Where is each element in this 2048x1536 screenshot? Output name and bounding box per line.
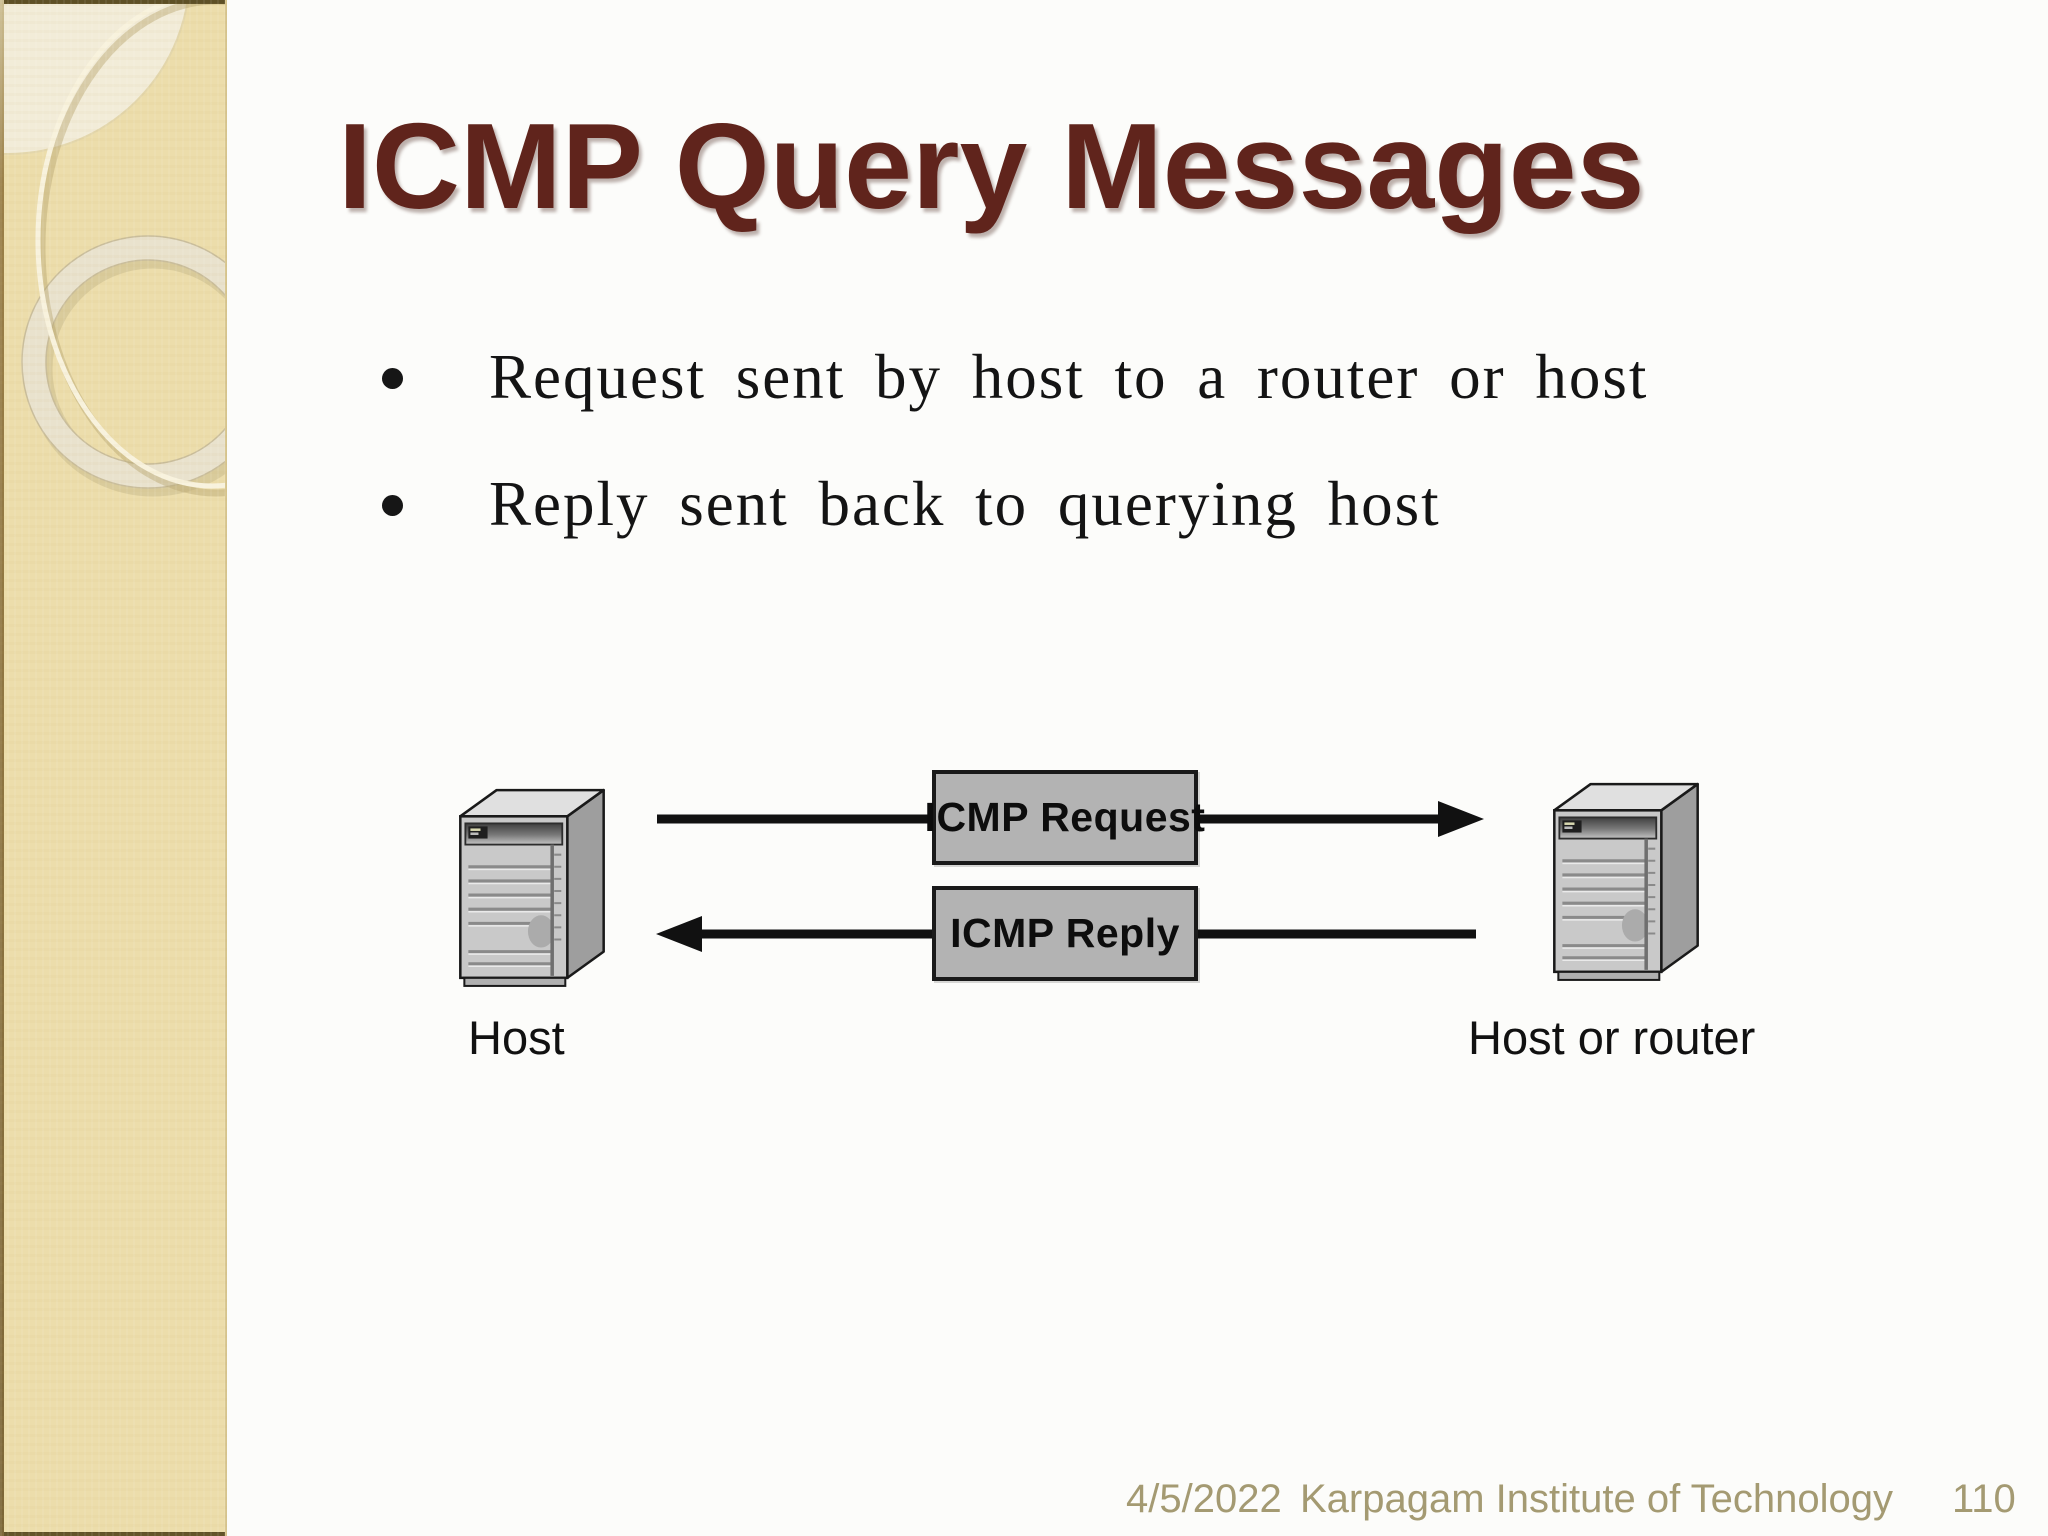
thick-ring — [21, 235, 227, 497]
bullet-item: Reply sent back to querying host — [368, 469, 1988, 540]
bullet-item: Request sent by host to a router or host — [368, 342, 1988, 413]
footer-page-number: 110 — [1952, 1477, 2016, 1521]
bullet-dot-icon — [382, 494, 403, 516]
footer-institution: Karpagam Institute of Technology — [1300, 1477, 1893, 1521]
icmp-reply-label: ICMP Reply — [950, 910, 1180, 956]
slide-title: ICMP Query Messages — [338, 98, 1645, 234]
right-node-label: Host or router — [1468, 1011, 1756, 1064]
slide-sidebar-decoration — [0, 0, 227, 1536]
sidebar-circles-graphic — [0, 0, 227, 1536]
bullet-text: Request sent by host to a router or host — [489, 342, 1649, 412]
icmp-request-box: ICMP Request — [925, 770, 1205, 865]
server-tower-icon — [450, 782, 616, 994]
bullet-list: Request sent by host to a router or host… — [368, 342, 1988, 595]
icmp-query-diagram: ICMP Request ICMP Reply Host Host or rou… — [440, 768, 1860, 1098]
icmp-request-label: ICMP Request — [924, 794, 1206, 840]
sidebar-texture — [0, 0, 227, 1536]
bullet-dot-icon — [382, 368, 403, 389]
left-node-label: Host — [468, 1011, 565, 1064]
footer-date: 4/5/2022 — [1126, 1477, 1282, 1521]
server-tower-icon — [1544, 776, 1710, 988]
bullet-text: Reply sent back to querying host — [489, 468, 1441, 539]
icmp-reply-box: ICMP Reply — [932, 886, 1198, 981]
